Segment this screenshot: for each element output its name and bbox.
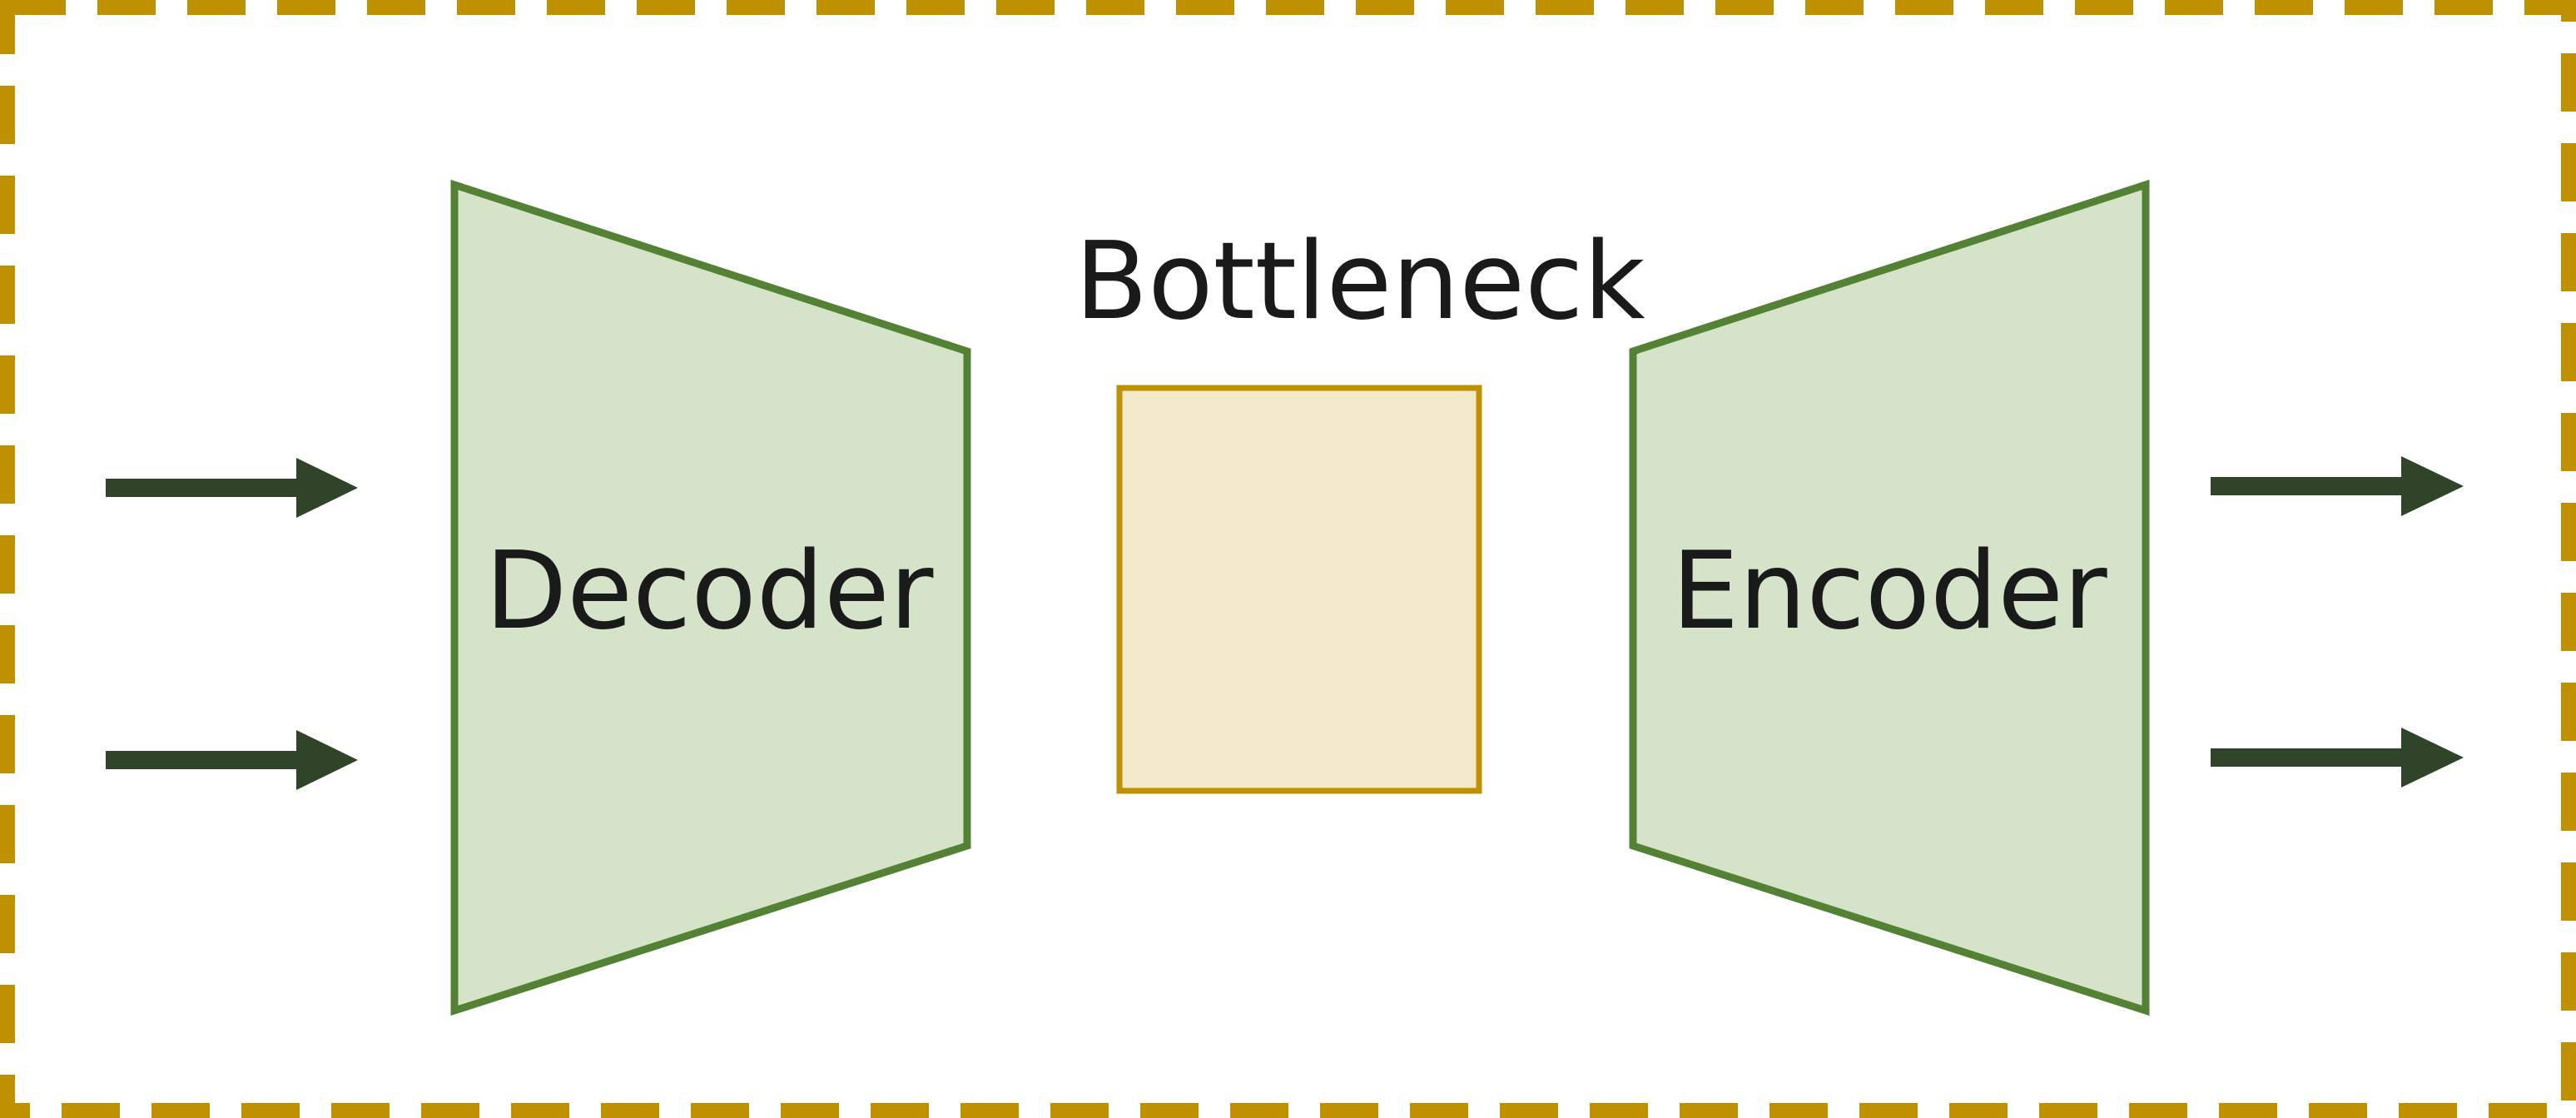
input-arrow-top bbox=[106, 458, 358, 518]
encoder-label: Encoder bbox=[1671, 529, 2107, 653]
decoder-label: Decoder bbox=[485, 529, 934, 653]
bottleneck-label: Bottleneck bbox=[1075, 220, 1645, 344]
decoder-block bbox=[450, 179, 971, 1016]
encoder-block bbox=[1629, 179, 2150, 1016]
output-arrow-top bbox=[2211, 456, 2464, 516]
input-arrow-bottom bbox=[106, 730, 358, 790]
bottleneck-block bbox=[1116, 385, 1482, 794]
output-arrow-bottom bbox=[2211, 728, 2464, 788]
